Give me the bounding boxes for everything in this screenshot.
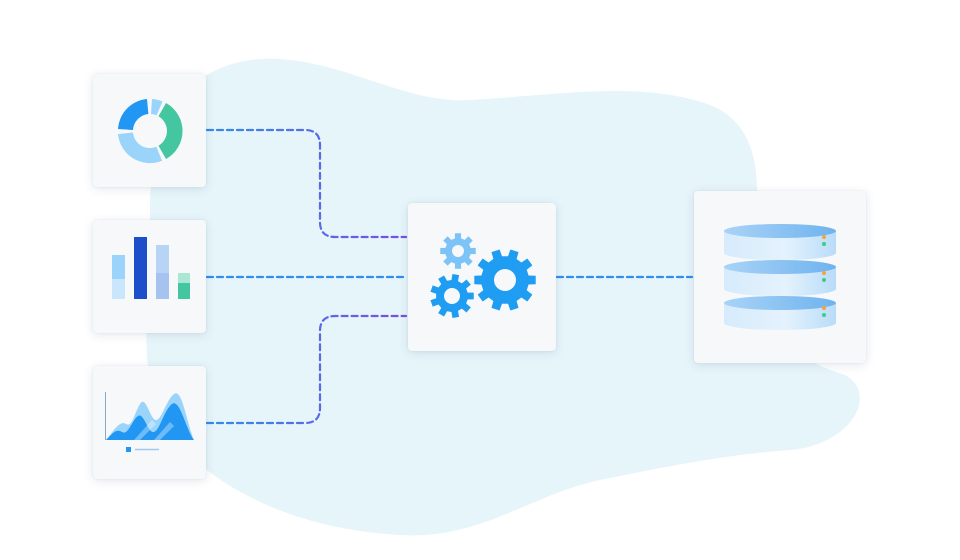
donut-chart-icon [117,98,183,163]
bar-chart-icon [111,236,190,299]
gears-icon [430,233,536,318]
database-disk-bottom [724,296,836,330]
indicator-green-3 [822,313,826,317]
indicator-orange-2 [822,271,826,275]
bar-2 [133,236,147,299]
gear-large-hole [494,269,516,291]
indicator-green-1 [822,242,826,246]
bar-3-base [155,272,169,299]
gear-large-icon [474,249,536,311]
area-chart-icon [104,391,194,452]
area-chart-card [93,366,206,479]
processing-card [408,203,556,351]
area-highlight [133,419,174,440]
donut-segment-left [117,98,148,130]
bar-1-base [111,278,125,299]
database-icon [724,224,836,330]
database-card [694,191,866,363]
gear-medium-icon [430,274,474,318]
indicator-orange-3 [822,306,826,310]
legend-marker [125,446,131,452]
gear-small-icon [440,233,476,269]
bar-4-base [177,282,190,299]
indicator-orange-1 [822,235,826,239]
gear-small-hole [452,245,464,257]
connector-area-to-processing [205,314,408,425]
gear-medium-hole [444,288,460,304]
donut-segment-bottom [117,132,162,163]
donut-segment-right [158,102,183,159]
bar-chart-card [93,220,206,333]
database-disk-middle [724,260,836,296]
donut-chart-card [93,74,206,187]
indicator-green-2 [822,278,826,282]
database-disk-top [724,224,836,260]
donut-segment-top [150,98,162,115]
area-series-front [105,402,194,440]
connector-donut-to-processing [205,128,408,239]
